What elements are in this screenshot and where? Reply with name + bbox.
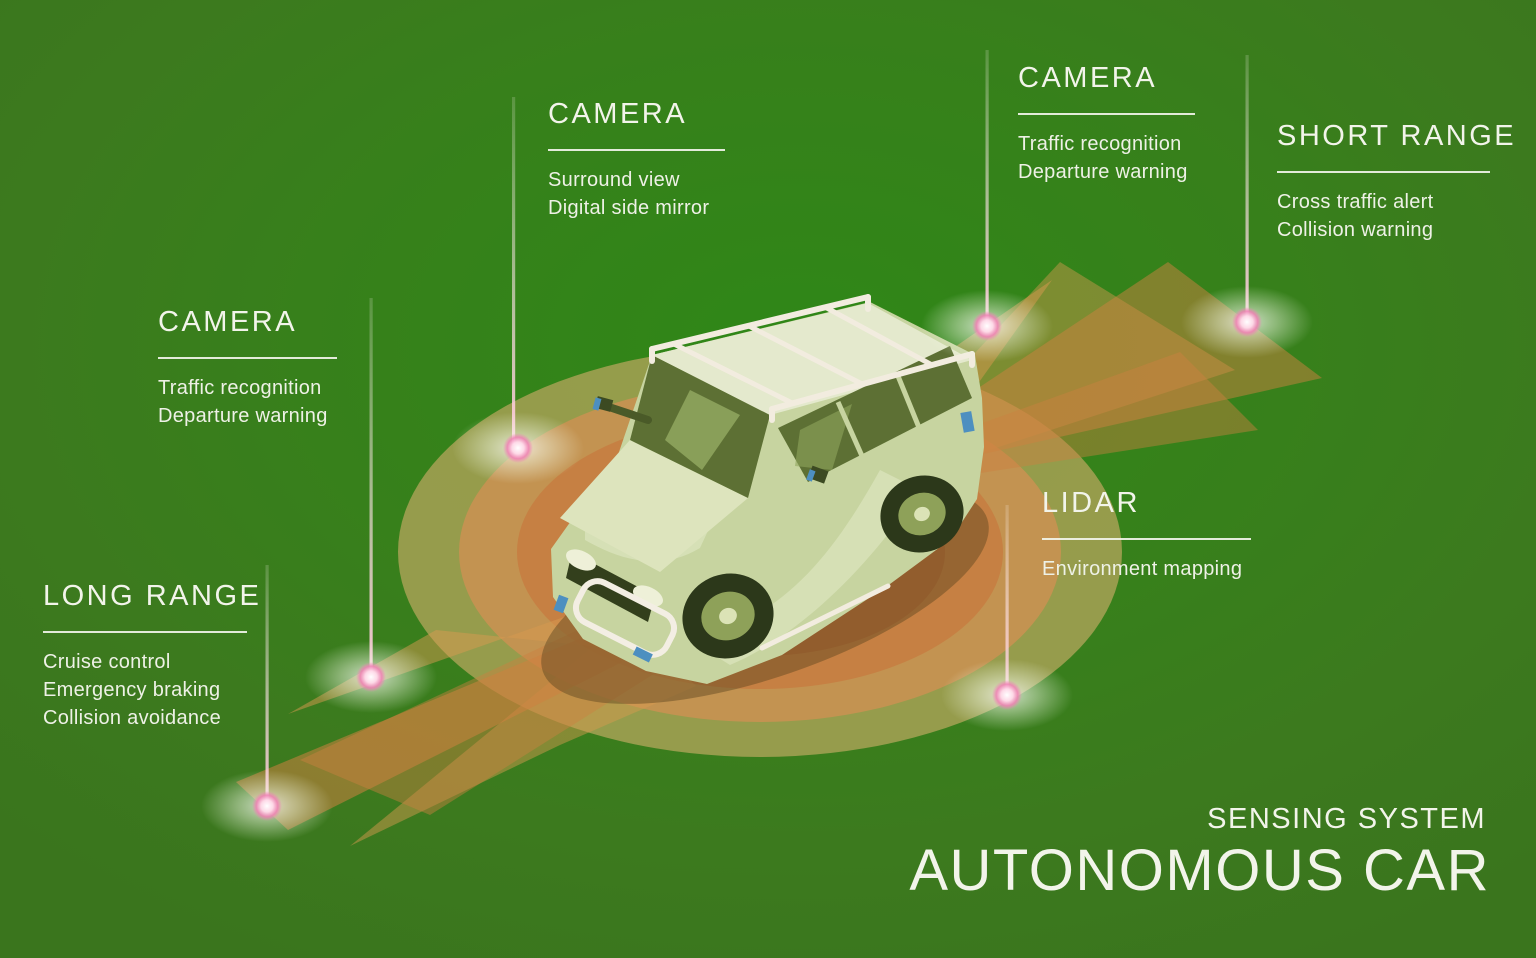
- front-camera-beam: [288, 598, 648, 714]
- glow-core: [972, 311, 1002, 341]
- rack-rail-near: [769, 351, 975, 412]
- label-divider: [43, 631, 247, 633]
- label-long-range: LONG RANGE Cruise control Emergency brak…: [43, 580, 261, 732]
- windshield-reflection: [665, 390, 740, 470]
- car-body-highlight: [690, 470, 920, 665]
- rack-crossbar-2: [746, 323, 865, 387]
- label-line: Surround view: [548, 169, 680, 191]
- label-line: Departure warning: [1018, 161, 1188, 183]
- glow-core: [992, 680, 1022, 710]
- label-divider: [548, 149, 725, 151]
- near-mirror: [808, 465, 829, 484]
- label-title: LIDAR: [1042, 487, 1140, 519]
- headlight-left: [566, 549, 596, 571]
- front-sensor-beams: [236, 598, 696, 846]
- label-camera-rear: CAMERA Traffic recognition Departure war…: [1018, 62, 1195, 186]
- front-blue-sensor: [553, 594, 569, 614]
- glow-core: [503, 433, 533, 463]
- sensor-glow-dots: [201, 286, 1313, 842]
- glow-core: [1232, 307, 1262, 337]
- glow-core: [252, 791, 282, 821]
- glow-dot-camera-side: [305, 641, 437, 713]
- running-board: [759, 583, 891, 651]
- glow-dot-lidar: [941, 659, 1073, 731]
- rear-blue-sensor: [960, 411, 975, 433]
- label-line: Digital side mirror: [548, 197, 710, 219]
- line-camera-side: [369, 298, 373, 674]
- label-line: Traffic recognition: [158, 377, 322, 399]
- side-window-reflection: [795, 404, 852, 470]
- sensor-leader-lines: [265, 50, 1249, 803]
- label-divider: [1277, 171, 1490, 173]
- label-camera-side: CAMERA Traffic recognition Departure war…: [158, 306, 337, 430]
- rear-east-beam: [902, 352, 1258, 480]
- label-line: Cross traffic alert: [1277, 191, 1434, 213]
- label-line: Emergency braking: [43, 679, 221, 701]
- rack-rail-far: [649, 294, 871, 352]
- line-camera-front: [512, 97, 516, 445]
- label-lidar: LIDAR Environment mapping: [1042, 487, 1251, 583]
- bull-bar: [572, 578, 678, 658]
- label-camera-front: CAMERA Surround view Digital side mirror: [548, 98, 725, 222]
- glow-dot-camera-front: [452, 412, 584, 484]
- label-title: CAMERA: [548, 98, 688, 130]
- label-title: SHORT RANGE: [1277, 120, 1517, 152]
- far-mirror-arm: [608, 404, 652, 424]
- title-eyebrow: SENSING SYSTEM: [1207, 803, 1486, 835]
- glow-dot-long-range: [201, 770, 333, 842]
- long-range-beam: [236, 632, 622, 830]
- b-pillar: [835, 400, 865, 458]
- rack-crossbar-3: [822, 304, 935, 368]
- isometric-suv: [541, 294, 989, 704]
- label-title: CAMERA: [158, 306, 298, 338]
- label-line: Departure warning: [158, 405, 328, 427]
- front-wheel: [682, 573, 774, 659]
- title-main: AUTONOMOUS CAR: [909, 838, 1490, 903]
- line-short-range: [1245, 55, 1249, 319]
- glow-dot-camera-rear: [921, 290, 1053, 362]
- near-mirror-blue: [806, 469, 816, 482]
- line-long-range: [265, 565, 269, 803]
- label-divider: [1018, 113, 1195, 115]
- car-hood: [560, 440, 748, 572]
- label-line: Cruise control: [43, 651, 171, 673]
- far-mirror-blue: [592, 397, 602, 411]
- bumper-blue-sensor: [632, 646, 653, 663]
- front-wide-beam: [350, 618, 696, 846]
- line-lidar: [1005, 505, 1009, 692]
- rear-hub: [914, 506, 930, 522]
- label-line: Collision warning: [1277, 219, 1434, 241]
- label-title: CAMERA: [1018, 62, 1158, 94]
- label-line: Environment mapping: [1042, 558, 1243, 580]
- infographic-title: SENSING SYSTEM AUTONOMOUS CAR: [909, 803, 1490, 900]
- label-line: Collision avoidance: [43, 707, 222, 729]
- label-divider: [158, 357, 337, 359]
- label-title: LONG RANGE: [43, 580, 262, 612]
- label-divider: [1042, 538, 1251, 540]
- label-line: Traffic recognition: [1018, 133, 1182, 155]
- c-pillar: [895, 375, 923, 431]
- line-camera-rear: [985, 50, 989, 323]
- rear-wheel: [880, 475, 964, 553]
- rack-crossbar-1: [671, 341, 795, 406]
- front-hub: [719, 607, 737, 625]
- label-short-range: SHORT RANGE Cross traffic alert Collisio…: [1277, 120, 1516, 244]
- glow-core: [356, 662, 386, 692]
- roof-rack: [649, 294, 975, 423]
- glow-dot-short-range: [1181, 286, 1313, 358]
